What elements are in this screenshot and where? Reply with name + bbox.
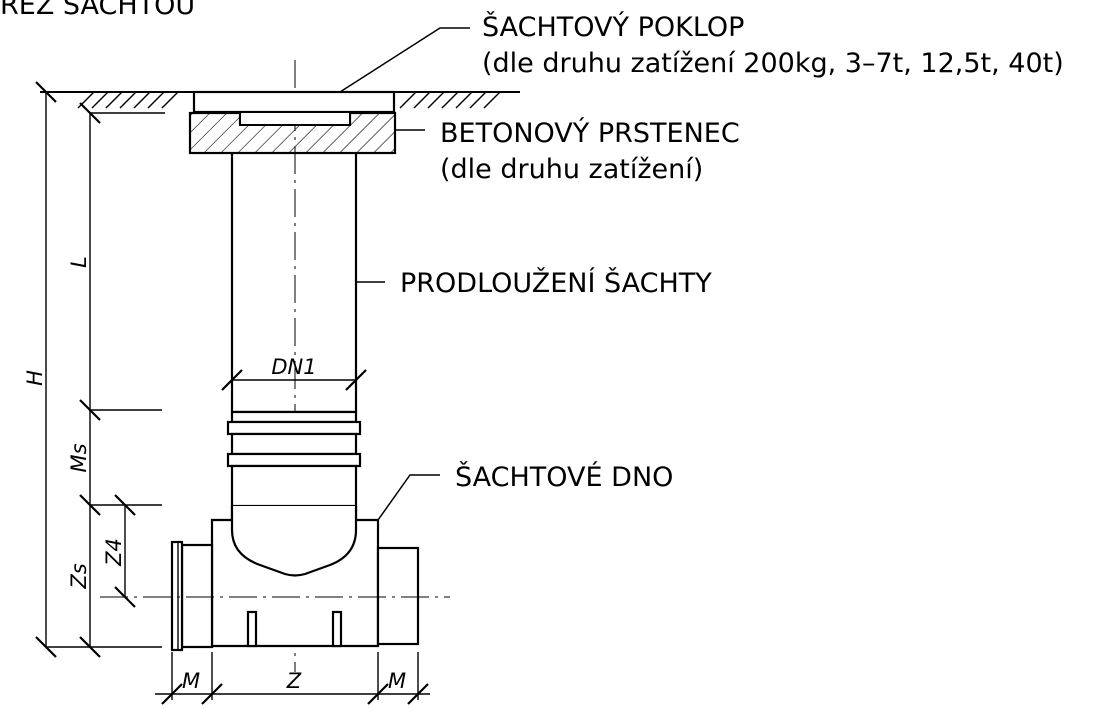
dim-m-left-label: M [182,669,200,693]
dim-l-label: L [67,256,91,268]
vertical-dimensions [35,81,165,658]
dim-dn1-label: DN1 [271,355,316,379]
shaft-base [170,506,420,652]
cover-label-line1: ŠACHTOVÝ POKLOP [482,11,744,43]
dim-h-label: H [23,370,47,386]
drawing-title: ŘEZ ŠACHTOU [0,0,195,21]
dim-z4-label: Z4 [102,538,126,567]
extension-label: PRODLOUŽENÍ ŠACHTY [400,267,712,299]
dim-m-right-label: M [388,669,406,693]
dim-ms-label: Ms [67,443,91,472]
cover-label-line2: (dle druhu zatížení 200kg, 3–7t, 12,5t, … [482,48,1064,79]
base-label: ŠACHTOVÉ DNO [455,461,673,493]
dim-zs-label: Zs [67,563,91,589]
ring-label-line1: BETONOVÝ PRSTENEC [440,117,740,149]
ring-label-line2: (dle druhu zatížení) [440,154,703,185]
concrete-ring [188,111,397,155]
dim-z-label: Z [286,669,302,693]
shaft-coupling [226,410,362,508]
leader-lines [339,27,470,521]
horizontal-dimensions [155,369,430,705]
